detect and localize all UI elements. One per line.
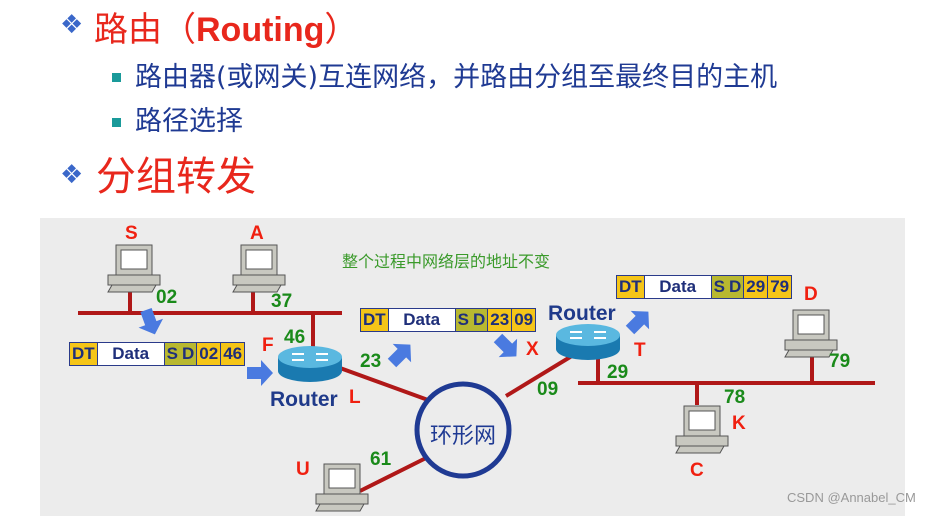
watermark: CSDN @Annabel_CM — [787, 490, 916, 505]
addr-79: 79 — [829, 351, 851, 372]
iface-k-label: K — [732, 413, 746, 434]
addr-02: 02 — [156, 287, 178, 308]
addr-29: 29 — [607, 362, 629, 383]
addr-46: 46 — [284, 327, 306, 348]
note-text: 整个过程中网络层的地址不变 — [342, 252, 551, 271]
host-u-label: U — [296, 459, 310, 480]
router-right-label: Router — [548, 302, 616, 325]
router-left-icon — [277, 345, 343, 383]
bullet-2: 路径选择 — [135, 106, 243, 137]
router-left-label: Router — [270, 388, 338, 411]
computer-s-icon — [107, 244, 161, 293]
addr-23: 23 — [360, 351, 382, 372]
forwarding-diagram: 整个过程中网络层的地址不变 S A U D C 02 37 46 23 61 0… — [40, 218, 905, 516]
addr-78: 78 — [724, 387, 746, 408]
diamond-bullet-icon: ❖ — [60, 160, 84, 190]
heading-forwarding: 分组转发 — [96, 154, 256, 200]
computer-c-icon — [675, 405, 729, 454]
arrow-icon — [488, 328, 526, 366]
host-d-label: D — [804, 284, 818, 305]
iface-x-label: X — [526, 339, 539, 360]
iface-f-label: F — [262, 335, 274, 356]
iface-t-label: T — [634, 340, 646, 361]
router-right-icon — [555, 323, 621, 361]
square-bullet-icon — [112, 73, 121, 82]
arrow-icon — [620, 302, 658, 340]
arrow-icon — [247, 360, 273, 386]
heading-routing: 路由（Routing） — [94, 10, 359, 50]
host-a-label: A — [250, 223, 264, 244]
ring-network-label: 环形网 — [430, 424, 497, 449]
arrow-icon — [382, 335, 420, 373]
host-s-label: S — [125, 223, 138, 244]
computer-d-icon — [784, 309, 838, 358]
diamond-bullet-icon: ❖ — [60, 10, 84, 40]
addr-61: 61 — [370, 449, 392, 470]
computer-u-icon — [315, 463, 369, 512]
host-c-label: C — [690, 460, 704, 481]
ring-network — [414, 381, 512, 479]
network-links — [78, 290, 875, 493]
addr-37: 37 — [271, 291, 293, 312]
arrow-icon — [133, 305, 168, 339]
iface-l-label: L — [349, 387, 361, 408]
bullet-1: 路由器(或网关)互连网络，并路由分组至最终目的主机 — [135, 62, 778, 93]
computer-a-icon — [232, 244, 286, 293]
addr-09: 09 — [537, 379, 559, 400]
diagram-graphics — [78, 244, 875, 512]
square-bullet-icon — [112, 118, 121, 127]
